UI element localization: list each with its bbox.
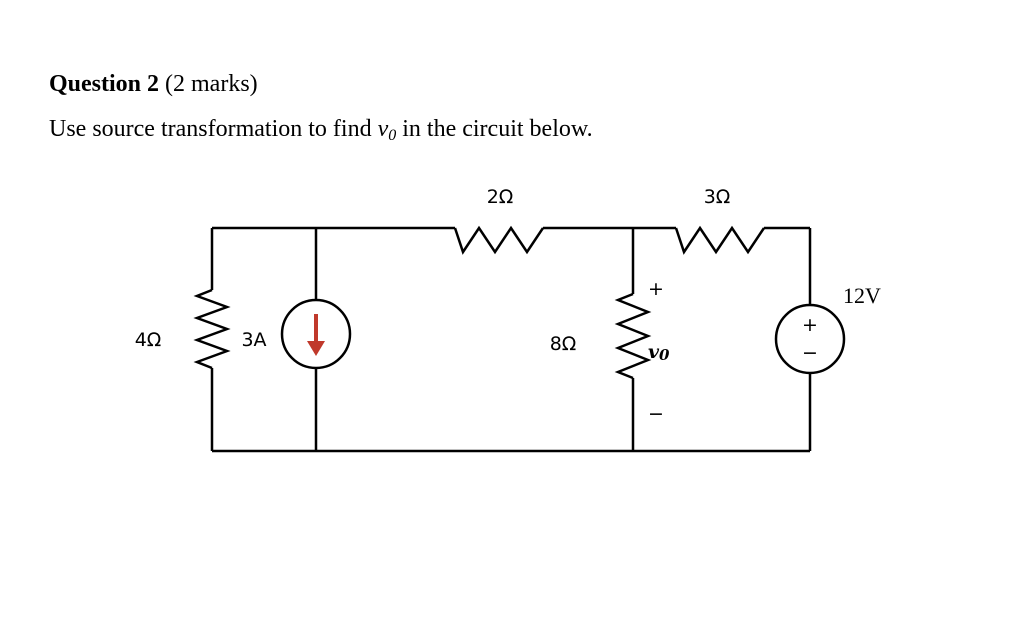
question-number: Question 2 [49, 71, 160, 97]
question-marks: (2 marks) [165, 71, 258, 97]
question-heading: Question 2 (2 marks) [49, 70, 258, 98]
resistor-8ohm [614, 292, 652, 380]
vo-subscript: 0 [659, 346, 670, 364]
label-3a: 3A [241, 329, 266, 351]
label-3ohm: 3Ω [704, 186, 731, 208]
resistor-2ohm [453, 225, 545, 255]
vo-minus-sign: − [648, 403, 664, 425]
resistor-4ohm [193, 288, 231, 370]
resistor-3ohm [674, 225, 766, 255]
vo-label: v0 [648, 341, 670, 364]
prompt-text-after: in the circuit below. [396, 116, 593, 142]
question-prompt: Use source transformation to find v0 in … [49, 115, 593, 144]
source-plus-sign: + [802, 314, 818, 336]
prompt-text-before: Use source transformation to find [49, 116, 378, 142]
label-12v: 12V [843, 283, 881, 308]
prompt-variable: v0 [377, 116, 397, 144]
current-direction-arrow [307, 314, 325, 356]
source-minus-sign: − [802, 342, 818, 364]
label-8ohm: 8Ω [550, 333, 577, 355]
label-2ohm: 2Ω [487, 186, 514, 208]
label-4ohm: 4Ω [135, 329, 162, 351]
vo-plus-sign: + [648, 278, 664, 300]
prompt-variable-subscript: 0 [388, 127, 397, 144]
